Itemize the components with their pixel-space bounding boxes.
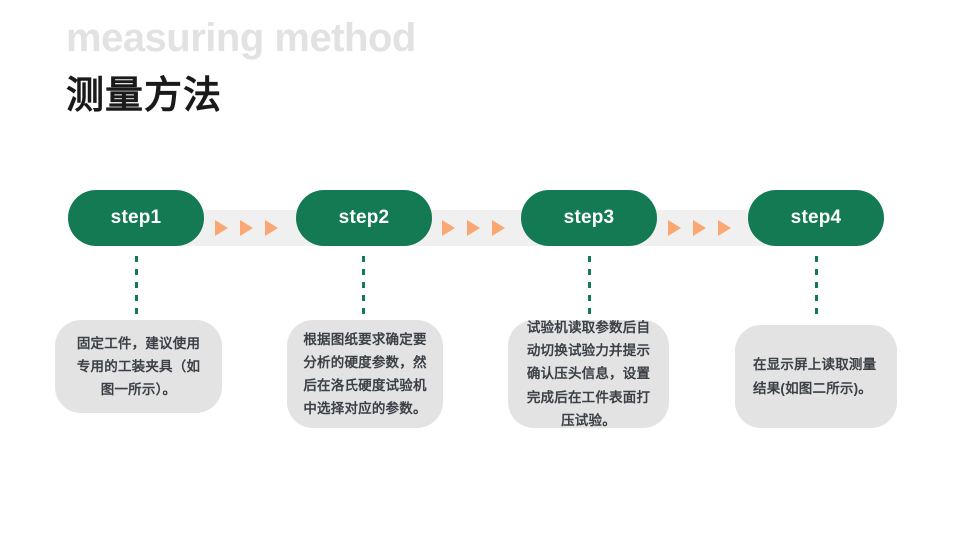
arrow-right-icon [467, 220, 480, 236]
step-pill-2[interactable]: step2 [296, 190, 432, 246]
arrow-right-icon [215, 220, 228, 236]
arrow-right-icon [718, 220, 731, 236]
arrow-group-3 [668, 216, 731, 240]
arrow-right-icon [693, 220, 706, 236]
step-pill-label-4: step4 [790, 207, 842, 228]
step-description-text-3: 试验机读取参数后自动切换试验力并提示确认压头信息，设置完成后在工件表面打压试验。 [526, 319, 651, 428]
step-flow-strip: step1 step2 step3 step4 [0, 190, 960, 270]
step-pill-label-3: step3 [563, 207, 615, 228]
dashed-connector-3 [588, 256, 591, 318]
page-title-english: measuring method [66, 16, 416, 60]
arrow-right-icon [492, 220, 505, 236]
dashed-connector-2 [362, 256, 365, 318]
step-description-box-2: 根据图纸要求确定要分析的硬度参数，然后在洛氏硬度试验机中选择对应的参数。 [287, 320, 443, 428]
arrow-right-icon [668, 220, 681, 236]
step-pill-label-2: step2 [338, 207, 390, 228]
arrow-right-icon [240, 220, 253, 236]
step-description-text-1: 固定工件，建议使用专用的工装夹具（如图一所示）。 [76, 335, 201, 398]
dashed-connector-1 [135, 256, 138, 318]
step-pill-label-1: step1 [110, 207, 162, 228]
arrow-right-icon [442, 220, 455, 236]
step-description-text-4: 在显示屏上读取测量结果(如图二所示)。 [753, 357, 877, 396]
arrow-group-1 [215, 216, 278, 240]
arrow-right-icon [265, 220, 278, 236]
step-description-box-3: 试验机读取参数后自动切换试验力并提示确认压头信息，设置完成后在工件表面打压试验。 [508, 320, 669, 428]
step-description-text-2: 根据图纸要求确定要分析的硬度参数，然后在洛氏硬度试验机中选择对应的参数。 [303, 331, 427, 417]
step-pill-3[interactable]: step3 [521, 190, 657, 246]
dashed-connector-4 [815, 256, 818, 318]
page-title-chinese: 测量方法 [66, 75, 223, 117]
step-pill-1[interactable]: step1 [68, 190, 204, 246]
step-pill-4[interactable]: step4 [748, 190, 884, 246]
step-description-box-1: 固定工件，建议使用专用的工装夹具（如图一所示）。 [55, 320, 222, 413]
arrow-group-2 [442, 216, 505, 240]
step-description-box-4: 在显示屏上读取测量结果(如图二所示)。 [735, 325, 897, 428]
